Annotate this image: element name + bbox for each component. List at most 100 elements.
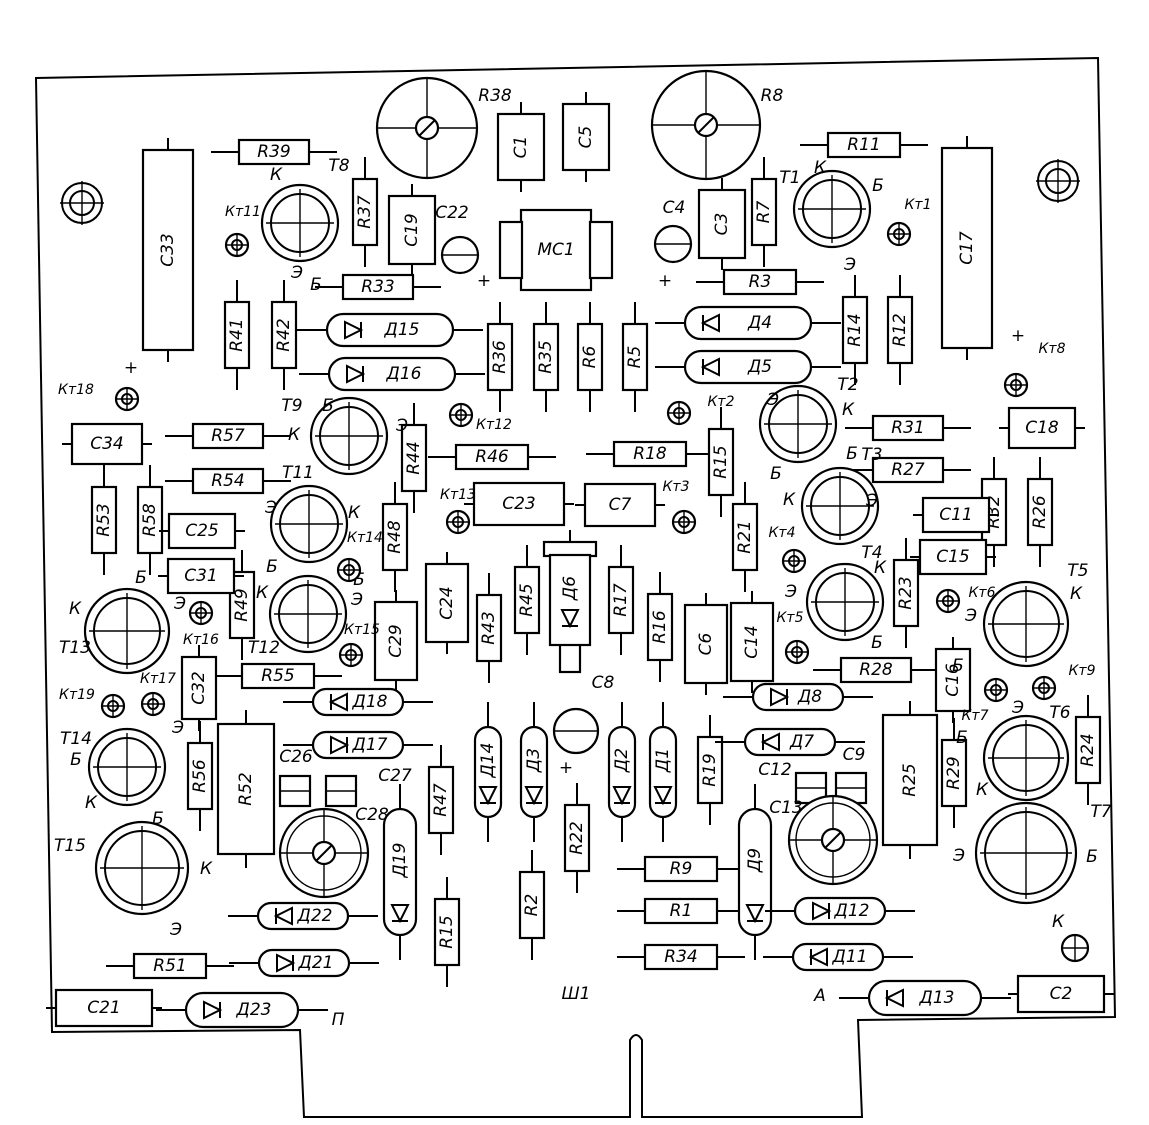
polarity-plus-mark: + <box>559 758 573 778</box>
capacitor-c3: C3 <box>697 178 747 270</box>
chip-label: MC1 <box>537 240 574 260</box>
test-point-label: Кт1 <box>904 197 931 213</box>
test-point-label: Кт17 <box>140 671 176 687</box>
diode-d1: Д1 <box>648 702 678 842</box>
diode-label: Д6 <box>560 576 580 601</box>
test-point-label: Кт11 <box>225 204 261 220</box>
resistor-r19: R19 <box>696 715 724 825</box>
transistor-label: T3 <box>861 445 882 465</box>
diode-d9: Д9 <box>737 784 773 960</box>
resistor-label: R56 <box>190 759 210 793</box>
resistor-r6: R6 <box>576 302 604 412</box>
capacitor-c4: C4 <box>653 198 693 264</box>
capacitor-label: C1 <box>511 136 531 159</box>
diode-d7: Д7 <box>715 727 865 757</box>
test-point-label: Кт14 <box>347 530 383 546</box>
diode-label: Д5 <box>747 357 772 377</box>
resistor-r16: R16 <box>646 572 674 682</box>
test-point-kt15: Кт15 <box>338 622 380 668</box>
test-point-label: Кт7 <box>961 708 988 724</box>
diode-label: Д12 <box>834 901 870 921</box>
trimmer-r38: R38 <box>375 76 512 180</box>
resistor-r41: R41 <box>223 280 251 390</box>
resistor-label: R15 <box>437 915 457 948</box>
diode-d17: Д17 <box>283 730 433 760</box>
resistor-label: R2 <box>522 894 542 917</box>
resistor-label: R29 <box>944 756 964 789</box>
diode-label: Д8 <box>797 687 822 707</box>
diode-label: Д2 <box>612 748 632 773</box>
resistor-r27: R27 <box>845 456 971 484</box>
transistor-pin-label: Э <box>395 416 408 436</box>
test-point-kt16: Кт16 <box>183 600 219 648</box>
resistor-label: R7 <box>754 201 774 224</box>
capacitor-c18: C18 <box>999 406 1085 450</box>
resistor-label: R47 <box>431 783 451 817</box>
transistor-pin-label: Э <box>952 846 965 866</box>
resistor-r17: R17 <box>607 545 635 655</box>
resistor-label: R45 <box>517 583 537 616</box>
resistor-r25: R25 <box>881 701 939 859</box>
test-point-label: Кт2 <box>707 394 734 410</box>
diode-label: Д14 <box>478 743 498 779</box>
resistor-r35: R35 <box>532 302 560 412</box>
resistor-label: R51 <box>153 956 186 976</box>
transistor-label: T5 <box>1067 561 1088 581</box>
capacitor-c15: C15 <box>910 538 996 576</box>
capacitor-label: C31 <box>184 566 218 586</box>
transistor-pin-label: К <box>348 503 361 523</box>
capacitor-label: C18 <box>1025 418 1059 438</box>
resistor-label: R39 <box>257 142 290 162</box>
test-point-label: Кт6 <box>968 585 995 601</box>
transistor-pin-label: Б <box>70 750 82 770</box>
transistor-pin-label: Б <box>152 809 164 829</box>
diode-label: Д4 <box>747 313 772 333</box>
transistor-pin-label: Б <box>956 728 968 748</box>
transistor-pin-label: Э <box>173 594 186 614</box>
resistor-r15b: R15 <box>433 877 461 987</box>
diode-d11: Д11 <box>763 942 913 972</box>
resistor-r56: R56 <box>186 721 214 831</box>
resistor-label: R48 <box>385 520 405 554</box>
transistor-pin-label: Э <box>865 491 878 511</box>
transistor-label: T7 <box>1090 802 1111 822</box>
resistor-r7: R7 <box>750 157 778 267</box>
chip-mc1: MC1 <box>498 208 614 292</box>
resistor-r51: R51 <box>106 952 234 980</box>
capacitor-label: C33 <box>158 233 178 267</box>
trimmer-c13: C13 <box>769 794 879 886</box>
capacitor-c23: C23 <box>464 481 574 527</box>
capacitor-label: C23 <box>502 494 536 514</box>
transistor-label: T14 <box>60 729 92 749</box>
diode-d8: Д8 <box>723 682 873 712</box>
resistor-label: R11 <box>847 135 880 155</box>
trimmer-label: C28 <box>355 805 389 825</box>
test-point-kt14: Кт14 <box>336 530 383 583</box>
transistor-label: T4 <box>861 543 882 563</box>
capacitor-label: C19 <box>402 213 422 247</box>
transistor-pin-label: Б <box>871 633 883 653</box>
resistor-label: R25 <box>900 763 920 796</box>
test-point-kt17: Кт17 <box>140 671 176 717</box>
transistor-label: T13 <box>59 638 91 658</box>
resistor-label: R21 <box>735 520 755 553</box>
transistor-pin-label: Б <box>846 444 858 464</box>
resistor-label: R16 <box>650 610 670 644</box>
resistor-label: R3 <box>749 272 772 292</box>
transistor-pin-label: К <box>256 583 269 603</box>
capacitor-label: C27 <box>378 766 412 786</box>
test-point-kt2: Кт2 <box>666 394 735 426</box>
capacitor-c16: C16 <box>934 637 972 723</box>
resistor-label: R33 <box>361 277 394 297</box>
solder-pad <box>1060 933 1090 963</box>
resistor-label: R57 <box>211 426 245 446</box>
resistor-label: R36 <box>490 340 510 374</box>
resistor-label: R12 <box>890 313 910 346</box>
